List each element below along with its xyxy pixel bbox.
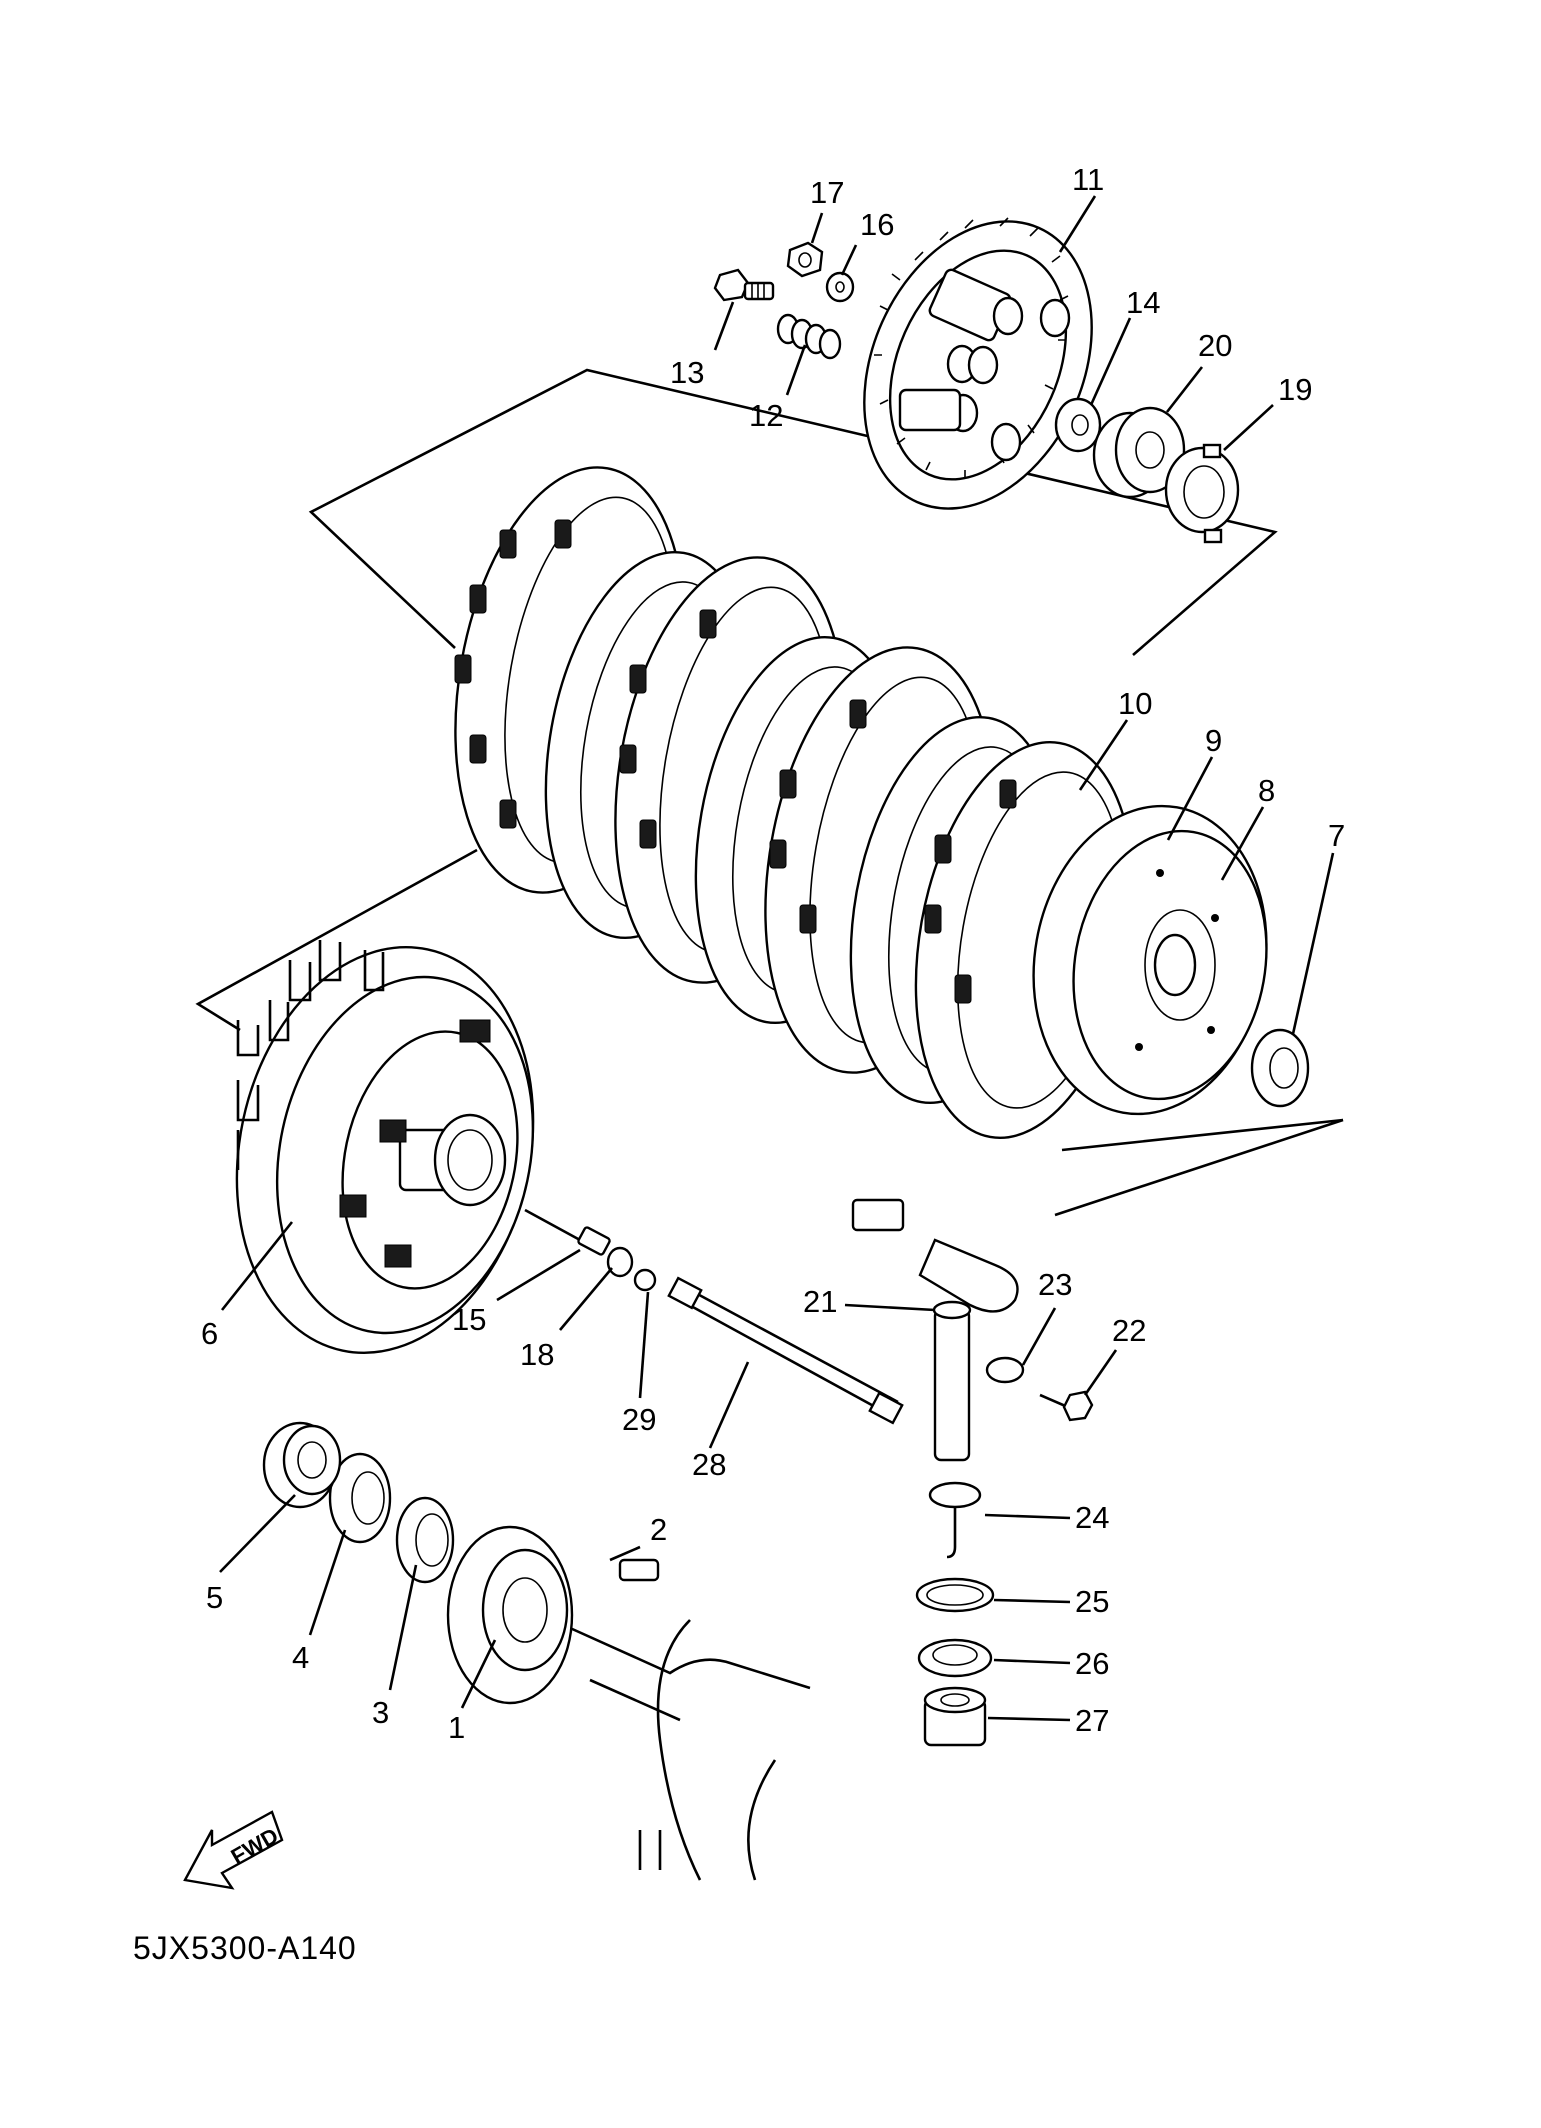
leader-lines [219,195,1335,1722]
callout-4: 4 [292,1640,309,1675]
callout-6: 6 [201,1316,218,1351]
callout-14: 14 [1126,285,1160,320]
pressure-plate [863,217,1093,510]
circlip-7 [1250,1028,1310,1108]
lock-washer-19 [1164,443,1240,544]
callout-3: 3 [372,1695,389,1730]
primary-drive-gear-1 [446,1525,574,1705]
callout-11: 11 [1072,162,1104,197]
callout-9: 9 [1205,723,1222,758]
spring-24 [928,1481,982,1559]
callout-17: 17 [810,175,844,210]
callout-29: 29 [622,1402,656,1437]
push-lever-shaft [851,1198,1019,1462]
callout-13: 13 [670,355,704,390]
lower-assembly-frame [195,848,1344,1217]
callout-25: 25 [1075,1584,1109,1619]
nut-17 [786,241,824,278]
bolt-22 [1039,1390,1094,1422]
oil-seal-26 [917,1638,993,1678]
circlip-25 [915,1577,995,1613]
callout-28: 28 [692,1447,726,1482]
clutch-boss [1032,804,1268,1116]
push-rod-28 [667,1276,904,1425]
ball-29 [633,1268,657,1292]
callout-16: 16 [860,207,894,242]
callout-22: 22 [1112,1313,1146,1348]
callout-26: 26 [1075,1646,1109,1681]
callout-1: 1 [448,1710,465,1745]
callout-5: 5 [206,1580,223,1615]
callout-27: 27 [1075,1703,1109,1738]
friction-plate-stack [454,466,1136,1140]
push-piece-18 [606,1246,634,1278]
upper-assembly-frame [308,368,1278,656]
callout-20: 20 [1198,328,1232,363]
callout-labels: 1 2 3 4 5 6 7 8 9 10 11 12 13 14 15 16 1… [201,162,1345,1745]
callout-8: 8 [1258,773,1275,808]
clutch-housing [235,940,535,1354]
callout-2: 2 [650,1512,667,1547]
callout-18: 18 [520,1337,554,1372]
nut-5 [262,1421,342,1509]
washer-23 [985,1356,1025,1384]
callout-21: 21 [803,1284,837,1319]
plate-washer-3 [395,1496,455,1584]
callout-15: 15 [452,1302,486,1337]
spring-12 [776,313,842,360]
callout-10: 10 [1118,686,1152,721]
washer-16 [825,271,855,303]
push-rod-15 [524,1208,611,1256]
crankshaft [569,1619,811,1881]
fwd-arrow-icon: FWD [183,1810,284,1890]
callout-12: 12 [749,398,783,433]
drawing-code: 5JX5300-A140 [133,1930,357,1966]
bearing-20 [1092,406,1186,499]
callout-24: 24 [1075,1500,1109,1535]
callout-23: 23 [1038,1267,1072,1302]
callout-19: 19 [1278,372,1312,407]
bearing-27 [923,1686,987,1747]
callout-7: 7 [1328,818,1345,853]
key-2 [618,1558,660,1582]
bolt-13 [713,268,775,302]
lock-washer-4 [328,1452,392,1544]
washer-14 [1054,397,1102,453]
